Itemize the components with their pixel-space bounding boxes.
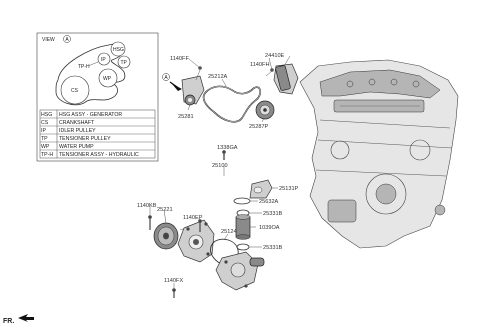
svg-text:A: A [164,75,168,81]
legend-desc: IDLER PULLEY [59,128,96,134]
bolt-1140kb [148,215,152,230]
belt-path [55,43,126,106]
pulley-wp: WP [98,68,118,88]
pulley-hsg: HSG [110,41,126,57]
pulley-tp: TP [117,55,131,69]
hose-1039oa [235,214,256,240]
part-label-25331b-bottom: 25331B [263,245,283,251]
legend-table: HSG HSG ASSY - GENERATOR CS CRANKSHAFT I… [39,109,156,159]
svg-text:IP: IP [101,57,106,63]
part-label-1140ff: 1140FF [170,56,189,62]
water-pump-body-25100 [177,219,215,263]
part-label-25212a: 25212A [208,74,228,80]
view-marker-letter: A [65,37,69,43]
front-direction-indicator: FR. [3,314,34,325]
view-title: VIEW [42,37,55,43]
part-label-25100: 25100 [212,163,228,169]
pulley-cs: CS [60,75,90,105]
part-label-1140kb: 1140KB [137,203,157,209]
legend-code: WP [41,144,50,150]
part-label-1039oa: 1039OA [259,225,280,231]
idler-bracket-25281 [181,66,205,106]
part-label-25281: 25281 [178,114,194,120]
clamp-25331b-bottom [236,243,262,251]
svg-text:HSG: HSG [113,47,124,53]
legend-desc: HSG ASSY - GENERATOR [59,112,122,118]
legend-desc: WATER PUMP [59,144,94,150]
part-label-25632a: 25632A [259,199,279,205]
part-label-1140fx: 1140FX [164,278,183,284]
front-arrow-icon [18,314,34,322]
part-label-1338ga: 1338GA [217,145,238,151]
svg-text:TP-H: TP-H [78,64,90,70]
thermostat-housing-25131p [249,179,278,199]
part-label-25124: 25124 [221,229,237,235]
part-label-25287p: 25287P [249,124,269,130]
water-inlet-housing [215,251,265,291]
legend-code: TP-H [41,152,53,158]
drive-belt-25212a [202,85,262,123]
gasket-25632a [233,197,258,205]
part-labels: 1140FF 25212A 24410E 1140FH 25281 25287P… [137,53,299,284]
bolt-1140fx [172,288,176,298]
svg-text:TP: TP [121,60,128,66]
tensioner-pulley-25287p [255,100,275,123]
pulley-tp-h: TP-H [78,61,99,70]
part-label-24410e: 24410E [265,53,285,59]
view-a-box: VIEW A HSG IP TP TP-H WP CS [36,32,159,162]
legend-code: TP [41,136,48,142]
svg-text:WP: WP [103,76,112,82]
part-label-1140ep: 1140EP [183,215,203,221]
legend-desc: CRANKSHAFT [59,120,95,126]
legend-code: HSG [41,112,52,118]
view-a-arrow: A [162,73,182,91]
fr-label: FR. [3,318,14,325]
part-label-25221: 25221 [157,207,173,213]
legend-desc: TENSIONER PULLEY [59,136,111,142]
leader-lines [149,57,273,288]
svg-text:CS: CS [71,88,79,94]
view-marker-circle [63,35,71,43]
part-label-25131p: 25131P [279,186,299,192]
tensioner-24410e [265,55,299,95]
legend-code: IP [41,128,46,134]
pulley-ip: IP [97,52,111,66]
part-label-25331b-top: 25331B [263,211,283,217]
legend-code: CS [41,120,49,126]
engine-block-illustration [299,59,459,249]
part-label-1140fh: 1140FH [250,62,270,68]
legend-desc: TENSIONER ASSY - HYDRAULIC [59,152,139,158]
